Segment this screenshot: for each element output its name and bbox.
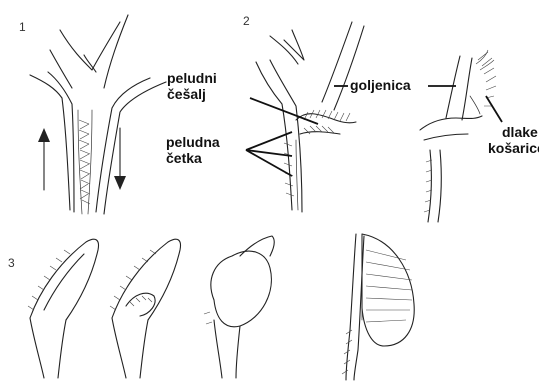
label-pollen-brush: peludna četka	[166, 134, 220, 166]
panel-2-tibia-illustration	[420, 50, 496, 222]
panel-2-leg-illustration	[256, 22, 364, 212]
panel-number-1: 1	[19, 20, 26, 34]
label-basket-hairs: dlake košarice	[488, 124, 539, 156]
panel-3-stage-2	[110, 239, 181, 378]
label-pollen-brush-line-2: četka	[166, 150, 220, 166]
label-pollen-brush-line-1: peludna	[166, 134, 220, 150]
panel-number-2: 2	[243, 14, 250, 28]
panel-1-leg-illustration	[30, 15, 166, 214]
panel-3-stage-1	[28, 239, 99, 378]
label-pollen-comb: peludni češalj	[167, 70, 217, 102]
label-basket-hairs-line-1: dlake	[488, 124, 539, 140]
label-basket-hairs-line-2: košarice	[488, 140, 539, 156]
leader-pollen-brush-1	[246, 132, 292, 150]
panel-3-stage-4	[342, 234, 414, 380]
label-pollen-comb-line-1: peludni	[167, 70, 217, 86]
leader-basket-hairs	[486, 96, 502, 122]
panel-3-stage-3	[204, 236, 274, 378]
panel-number-3: 3	[8, 256, 15, 270]
label-tibia: goljenica	[350, 77, 411, 93]
label-pollen-comb-line-2: češalj	[167, 86, 217, 102]
leader-lines	[246, 86, 502, 176]
